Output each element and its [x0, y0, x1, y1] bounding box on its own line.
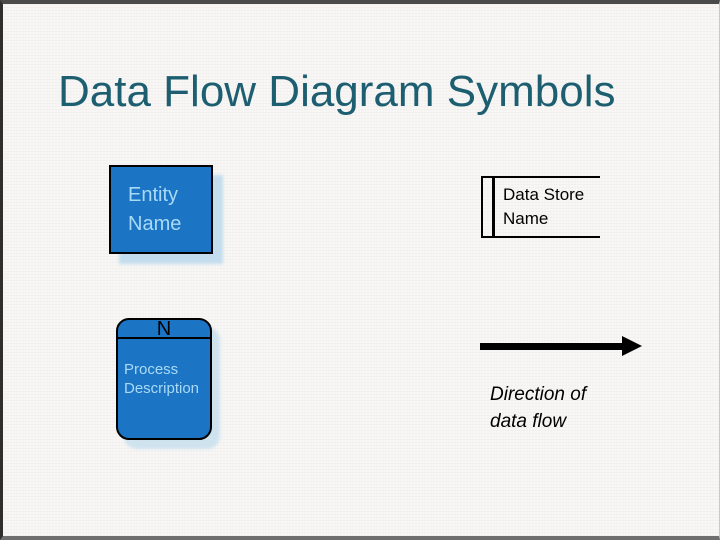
data-flow-label: Direction of data flow — [490, 384, 587, 432]
arrow-shaft — [480, 342, 622, 350]
process-number-header: N — [118, 318, 210, 340]
data-store-label: Data Store Name — [503, 185, 585, 228]
entity-symbol: Entity Name — [109, 165, 213, 254]
process-symbol: N Process Description — [116, 318, 212, 440]
entity-label: Entity Name — [128, 184, 182, 235]
data-store-inner-line — [492, 178, 495, 236]
data-flow-arrow-icon — [480, 336, 642, 356]
process-number: N — [156, 318, 172, 340]
arrow-head — [622, 336, 642, 356]
process-label: Process Description — [124, 361, 200, 397]
data-store-symbol: Data Store Name — [481, 176, 600, 238]
slide-title: Data Flow Diagram Symbols — [58, 67, 616, 116]
